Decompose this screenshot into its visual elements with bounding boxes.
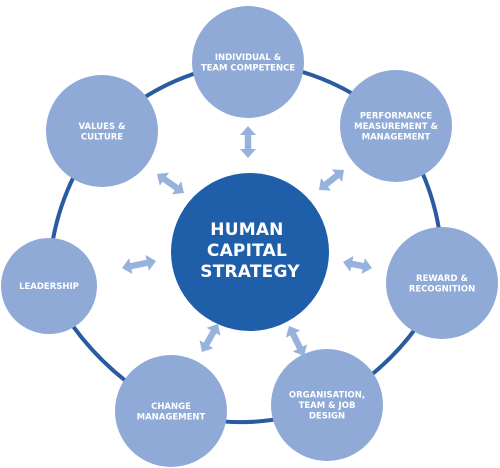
node-circle [192, 6, 304, 118]
center-label-line-1: HUMAN [210, 220, 283, 240]
node-reward-recognition: REWARD &RECOGNITION [386, 227, 498, 339]
node-label-line: INDIVIDUAL & [215, 53, 282, 63]
double-arrow-icon [240, 126, 256, 158]
node-label-line: TEAM COMPETENCE [201, 63, 296, 73]
node-label-line: REWARD & [416, 274, 468, 284]
node-values-culture: VALUES &CULTURE [46, 75, 158, 187]
node-label: REWARD &RECOGNITION [409, 274, 475, 295]
node-label-line: VALUES & [79, 122, 126, 132]
node-label-line: ORGANISATION, [289, 391, 365, 401]
double-arrow-icon [122, 255, 156, 274]
node-label-line: CULTURE [81, 132, 123, 142]
center-label-line-2: CAPITAL [207, 241, 287, 261]
node-circle [271, 349, 383, 461]
center-label-line-3: STRATEGY [200, 262, 300, 282]
node-label-line: TEAM & JOB [299, 401, 356, 411]
node-label-line: RECOGNITION [409, 284, 475, 294]
node-circle [386, 227, 498, 339]
double-arrow-icon [343, 256, 372, 274]
node-label: LEADERSHIP [19, 282, 79, 292]
node-label-line: MANAGEMENT [362, 133, 431, 143]
node-label-line: PERFORMANCE [360, 112, 433, 122]
center-node: HUMAN CAPITAL STRATEGY [171, 173, 329, 331]
node-label-line: CHANGE [151, 402, 191, 412]
node-circle [1, 238, 97, 334]
connector-arrows [122, 126, 372, 356]
node-individual-team-competence: INDIVIDUAL &TEAM COMPETENCE [192, 6, 304, 118]
node-label-line: MEASUREMENT & [354, 122, 438, 132]
double-arrow-icon [319, 169, 344, 191]
node-label-line: LEADERSHIP [19, 282, 79, 292]
node-circle [115, 355, 227, 467]
node-leadership: LEADERSHIP [1, 238, 97, 334]
node-label: VALUES &CULTURE [79, 122, 126, 143]
node-circle [46, 75, 158, 187]
double-arrow-icon [199, 324, 221, 352]
node-circle [340, 70, 452, 182]
node-label: INDIVIDUAL &TEAM COMPETENCE [201, 53, 296, 74]
center-label: HUMAN CAPITAL STRATEGY [200, 220, 300, 282]
double-arrow-icon [157, 172, 184, 195]
node-label-line: DESIGN [309, 412, 345, 422]
center-circle [171, 173, 329, 331]
double-arrow-icon [285, 326, 308, 356]
node-label-line: MANAGEMENT [137, 412, 206, 422]
